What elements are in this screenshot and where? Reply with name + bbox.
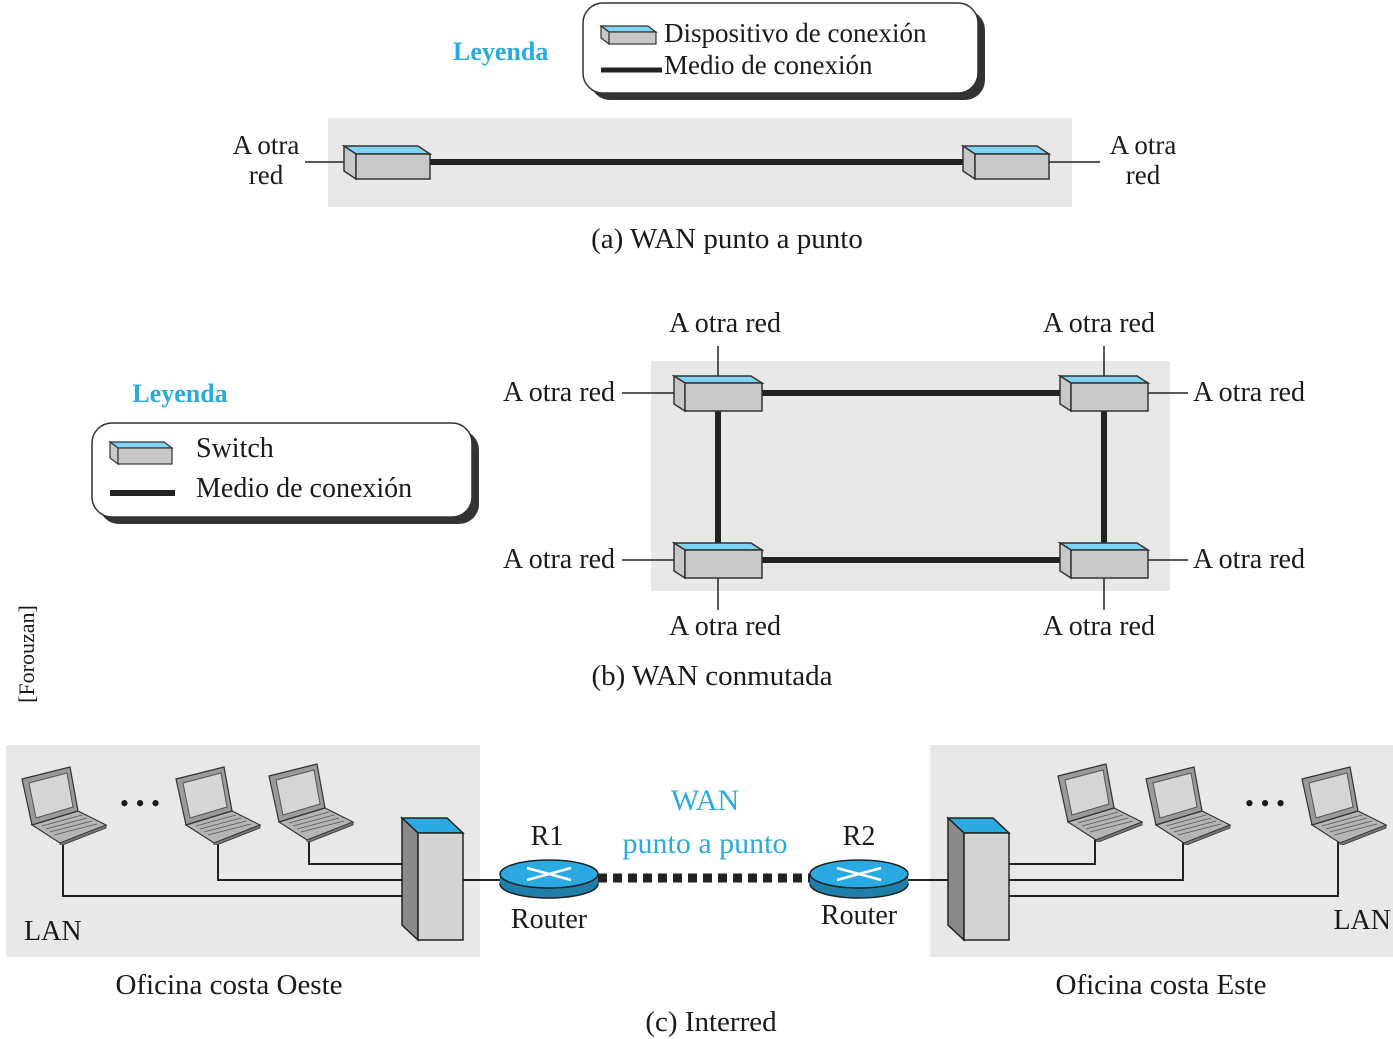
wan-a-right-label-line1: A otra	[1110, 130, 1177, 160]
r1-label: R1	[531, 821, 564, 852]
east-lan-switch	[946, 816, 1011, 942]
wan-b-label-top-left: A otra red	[669, 308, 781, 339]
wan-a-left-label-line1: A otra	[233, 130, 300, 160]
device-icon	[599, 24, 658, 46]
switched-wan: A otra red A otra red A otra red A otra …	[503, 308, 1305, 692]
wan-a-right-device	[960, 144, 1052, 181]
caption-a: (a) WAN punto a punto	[591, 223, 863, 255]
caption-b: (b) WAN conmutada	[591, 660, 832, 692]
source-citation: [Forouzan]	[14, 605, 39, 703]
wan-b-label-bottom-left: A otra red	[669, 611, 781, 642]
west-office-label: Oficina costa Oeste	[115, 969, 342, 1001]
east-lan-cabling	[996, 832, 1339, 897]
router-arrows-icon	[526, 866, 572, 882]
wan-b-label-left-upper: A otra red	[503, 377, 615, 408]
west-lan-label: LAN	[24, 916, 82, 947]
east-office-label: Oficina costa Este	[1056, 969, 1267, 1001]
internetwork: • • • • • •	[6, 745, 1393, 1038]
legend-b-switch-label: Switch	[196, 433, 274, 464]
point-to-point-wan: A otra red A otra red (a) WAN punto a pu…	[233, 118, 1177, 255]
caption-c: (c) Interred	[645, 1006, 777, 1038]
switch-top-left	[671, 374, 765, 413]
legend-b-medium-label: Medio de conexión	[196, 473, 412, 504]
east-lan-label: LAN	[1333, 905, 1391, 936]
legend-a: Leyenda Dispositivo de conexión Medio de…	[453, 2, 985, 100]
legend-a-box	[582, 2, 979, 94]
west-office-area	[6, 745, 480, 957]
wan-a-left-label-line2: red	[249, 160, 284, 190]
wan-b-label-left-lower: A otra red	[503, 544, 615, 575]
r2-type-label: Router	[821, 900, 898, 931]
west-ellipsis: • • •	[120, 789, 160, 818]
switch-bottom-left	[671, 541, 765, 580]
wan-b-label-right-lower: A otra red	[1193, 544, 1305, 575]
legend-a-title: Leyenda	[453, 37, 548, 66]
legend-b: Leyenda Switch Medio de conexión	[91, 379, 479, 524]
switch-bottom-right	[1057, 541, 1151, 580]
router-arrows-icon	[836, 866, 882, 882]
wan-a-right-label-line2: red	[1126, 160, 1161, 190]
legend-a-device-label: Dispositivo de conexión	[664, 18, 927, 48]
legend-b-box	[91, 422, 473, 518]
wan-b-label-top-right: A otra red	[1043, 308, 1155, 339]
wan-b-label-bottom-right: A otra red	[1043, 611, 1155, 642]
legend-b-title: Leyenda	[132, 379, 227, 408]
r2-label: R2	[843, 821, 876, 852]
wan-c-label-line2: punto a punto	[623, 827, 788, 860]
router-r2	[809, 859, 909, 899]
r1-type-label: Router	[511, 904, 588, 935]
switch-icon	[108, 440, 174, 466]
wan-b-external-links	[622, 346, 1188, 610]
east-ellipsis: • • •	[1245, 789, 1285, 818]
wan-c-label-line1: WAN	[671, 784, 739, 817]
legend-a-medium-label: Medio de conexión	[664, 50, 873, 80]
router-r1	[499, 859, 599, 899]
west-lan-switch	[400, 816, 465, 942]
switch-top-right	[1057, 374, 1151, 413]
wan-a-left-device	[341, 144, 433, 181]
wan-b-label-right-upper: A otra red	[1193, 377, 1305, 408]
west-lan-cabling	[62, 832, 402, 897]
